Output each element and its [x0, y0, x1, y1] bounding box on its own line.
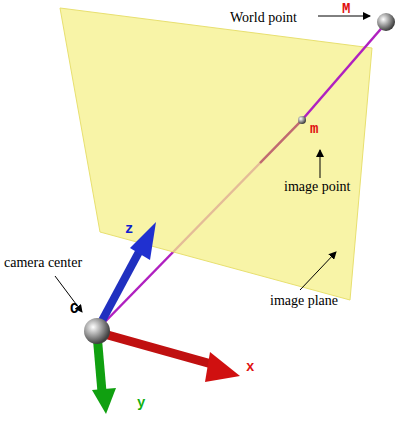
- point-label: camera center: [4, 256, 82, 270]
- z-axis: [130, 222, 156, 260]
- point-label: World point: [230, 11, 297, 25]
- point-label: image plane: [270, 294, 338, 308]
- image-plane: [60, 8, 372, 300]
- point-symbol: C: [70, 302, 78, 316]
- axis-label: x: [246, 360, 254, 374]
- axis-label: z: [125, 222, 133, 236]
- z-axis: [97, 250, 140, 330]
- x-axis: [97, 332, 215, 365]
- image-point: [298, 116, 306, 124]
- world-point: [377, 13, 395, 31]
- point-label: image point: [284, 180, 351, 194]
- x-axis: [205, 352, 240, 382]
- axis-label: y: [137, 396, 145, 410]
- point-symbol: M: [342, 2, 350, 16]
- projection-ray: [260, 120, 302, 163]
- leader-line: [320, 150, 321, 178]
- projection-ray: [302, 23, 386, 120]
- y-axis: [92, 388, 116, 414]
- point-symbol: m: [310, 122, 318, 136]
- camera-center: [84, 318, 110, 344]
- leader-line: [300, 252, 336, 290]
